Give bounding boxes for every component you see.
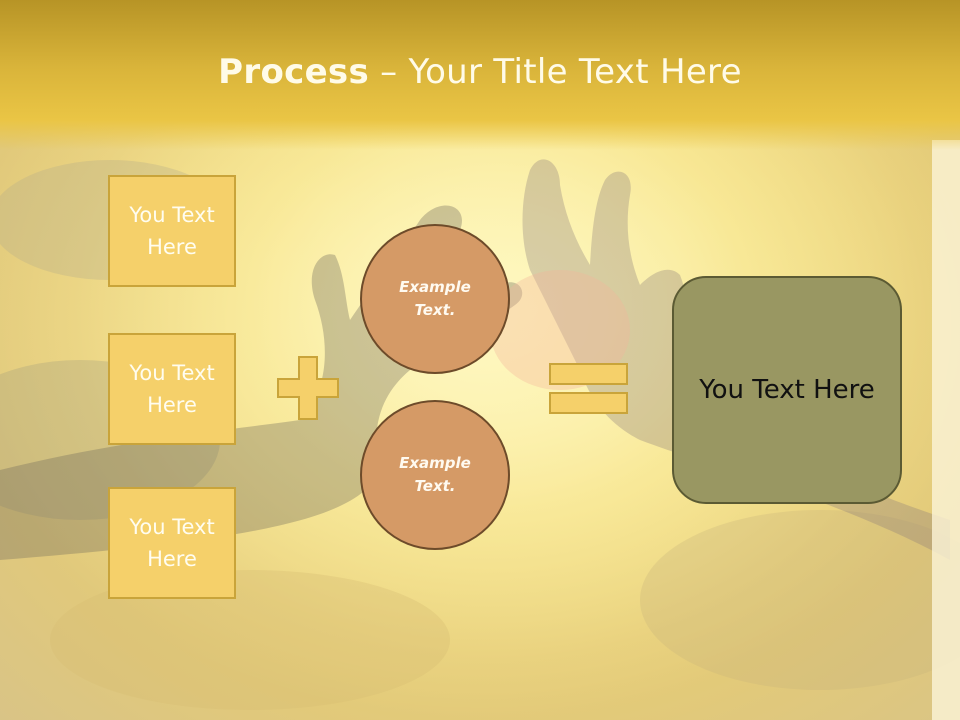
input-box-1-label: You Text Here xyxy=(129,203,215,259)
equals-sign-icon xyxy=(549,363,628,414)
plus-sign-icon xyxy=(277,356,339,420)
input-box-2-label: You Text Here xyxy=(129,361,215,417)
input-box-2[interactable]: You Text Here xyxy=(108,333,236,445)
title-bar xyxy=(0,0,960,150)
input-box-3-label: You Text Here xyxy=(129,515,215,571)
input-box-1[interactable]: You Text Here xyxy=(108,175,236,287)
input-box-3[interactable]: You Text Here xyxy=(108,487,236,599)
title-rest: – Your Title Text Here xyxy=(369,52,742,92)
slide-title[interactable]: Process – Your Title Text Here xyxy=(0,52,960,92)
result-box-label: You Text Here xyxy=(699,375,875,405)
example-circle-2[interactable]: Example Text. xyxy=(360,400,510,550)
example-circle-1-label: Example Text. xyxy=(399,278,471,319)
example-circle-1[interactable]: Example Text. xyxy=(360,224,510,374)
title-bold: Process xyxy=(218,52,370,92)
result-box[interactable]: You Text Here xyxy=(672,276,902,504)
example-circle-2-label: Example Text. xyxy=(399,454,471,495)
